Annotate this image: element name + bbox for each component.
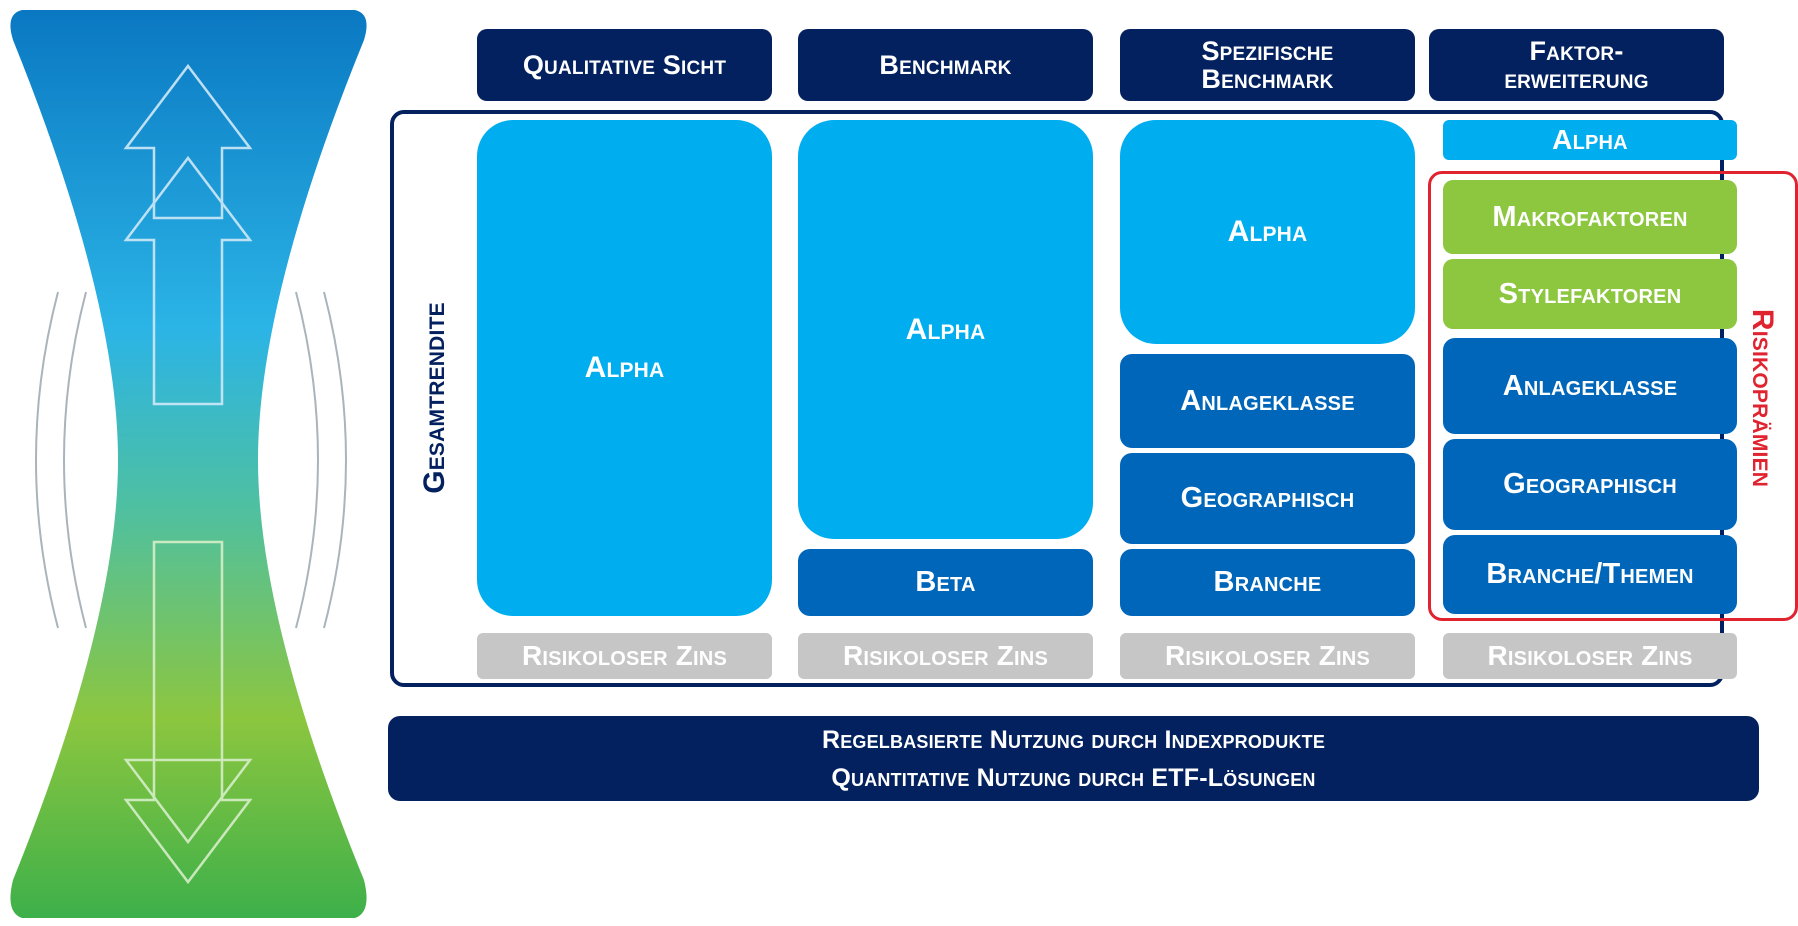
footer-banner: Regelbasierte Nutzung durch Indexprodukt… bbox=[388, 716, 1759, 801]
col4-sector-themes-block: Branche/Themen bbox=[1443, 535, 1737, 614]
col3-alpha-label: Alpha bbox=[1227, 215, 1308, 248]
col2-alpha-label: Alpha bbox=[905, 312, 986, 346]
col4-riskfree-label: Risikoloser Zins bbox=[1487, 640, 1693, 671]
col4-sector-themes-label: Branche/Themen bbox=[1486, 558, 1694, 590]
col4-alpha-block: Alpha bbox=[1443, 120, 1737, 160]
col4-alpha-label: Alpha bbox=[1552, 124, 1628, 155]
header-benchmark-label: Benchmark bbox=[879, 50, 1012, 80]
col3-riskfree-block: Risikoloser Zins bbox=[1120, 633, 1415, 679]
arrow-up-icon bbox=[123, 63, 253, 406]
col2-riskfree-block: Risikoloser Zins bbox=[798, 633, 1093, 679]
risk-premia-frame bbox=[1428, 171, 1798, 621]
footer-line-index-products: Regelbasierte Nutzung durch Indexprodukt… bbox=[821, 725, 1326, 754]
risk-premia-label: Risikoprämien bbox=[1746, 308, 1779, 488]
total-return-label: Gesamtrendite bbox=[418, 302, 451, 494]
col1-alpha-label: Alpha bbox=[584, 351, 665, 384]
col3-geographic-block: Geographisch bbox=[1120, 453, 1415, 544]
hourglass-graphic bbox=[10, 10, 367, 918]
col1-alpha-block: Alpha bbox=[477, 120, 772, 616]
col4-macro-block: Makrofaktoren bbox=[1443, 180, 1737, 254]
col4-asset-class-block: Anlageklasse bbox=[1443, 338, 1737, 434]
col3-asset-class-block: Anlageklasse bbox=[1120, 354, 1415, 448]
col2-beta-block: Beta bbox=[798, 549, 1093, 616]
pressure-lines-right bbox=[295, 291, 347, 629]
header-qualitative-label: Qualitative Sicht bbox=[522, 50, 727, 80]
header-specific-line2: Benchmark bbox=[1201, 64, 1334, 94]
col4-style-label: Stylefaktoren bbox=[1498, 277, 1682, 310]
col2-beta-label: Beta bbox=[915, 566, 976, 598]
col3-alpha-block: Alpha bbox=[1120, 120, 1415, 344]
col4-macro-label: Makrofaktoren bbox=[1492, 200, 1688, 233]
header-benchmark: Benchmark bbox=[798, 29, 1093, 101]
col4-style-block: Stylefaktoren bbox=[1443, 259, 1737, 329]
col3-sector-label: Branche bbox=[1213, 566, 1322, 598]
pressure-lines-left bbox=[35, 291, 87, 629]
col4-asset-class-label: Anlageklasse bbox=[1502, 369, 1678, 402]
header-specific-benchmark: Spezifische Benchmark bbox=[1120, 29, 1415, 101]
hourglass-shape bbox=[10, 10, 367, 918]
col2-riskfree-label: Risikoloser Zins bbox=[843, 640, 1048, 671]
col1-riskfree-block: Risikoloser Zins bbox=[477, 633, 772, 679]
header-factor-extension: Faktor- erweiterung bbox=[1429, 29, 1724, 101]
footer-line-etf-solutions: Quantitative Nutzung durch ETF-Lösungen bbox=[831, 763, 1316, 792]
col4-riskfree-block: Risikoloser Zins bbox=[1443, 633, 1737, 679]
header-qualitative-view: Qualitative Sicht bbox=[477, 29, 772, 101]
col4-geographic-label: Geographisch bbox=[1503, 468, 1677, 500]
header-factor-line2: erweiterung bbox=[1504, 64, 1649, 94]
col3-sector-block: Branche bbox=[1120, 549, 1415, 616]
col3-riskfree-label: Risikoloser Zins bbox=[1165, 640, 1370, 671]
col2-alpha-block: Alpha bbox=[798, 120, 1093, 539]
col3-geographic-label: Geographisch bbox=[1180, 482, 1355, 514]
col4-geographic-block: Geographisch bbox=[1443, 439, 1737, 530]
col1-riskfree-label: Risikoloser Zins bbox=[522, 640, 727, 671]
header-specific-line1: Spezifische bbox=[1201, 36, 1334, 66]
header-factor-line1: Faktor- bbox=[1529, 36, 1624, 66]
arrow-down-icon bbox=[123, 540, 253, 885]
col3-asset-class-label: Anlageklasse bbox=[1180, 384, 1355, 417]
